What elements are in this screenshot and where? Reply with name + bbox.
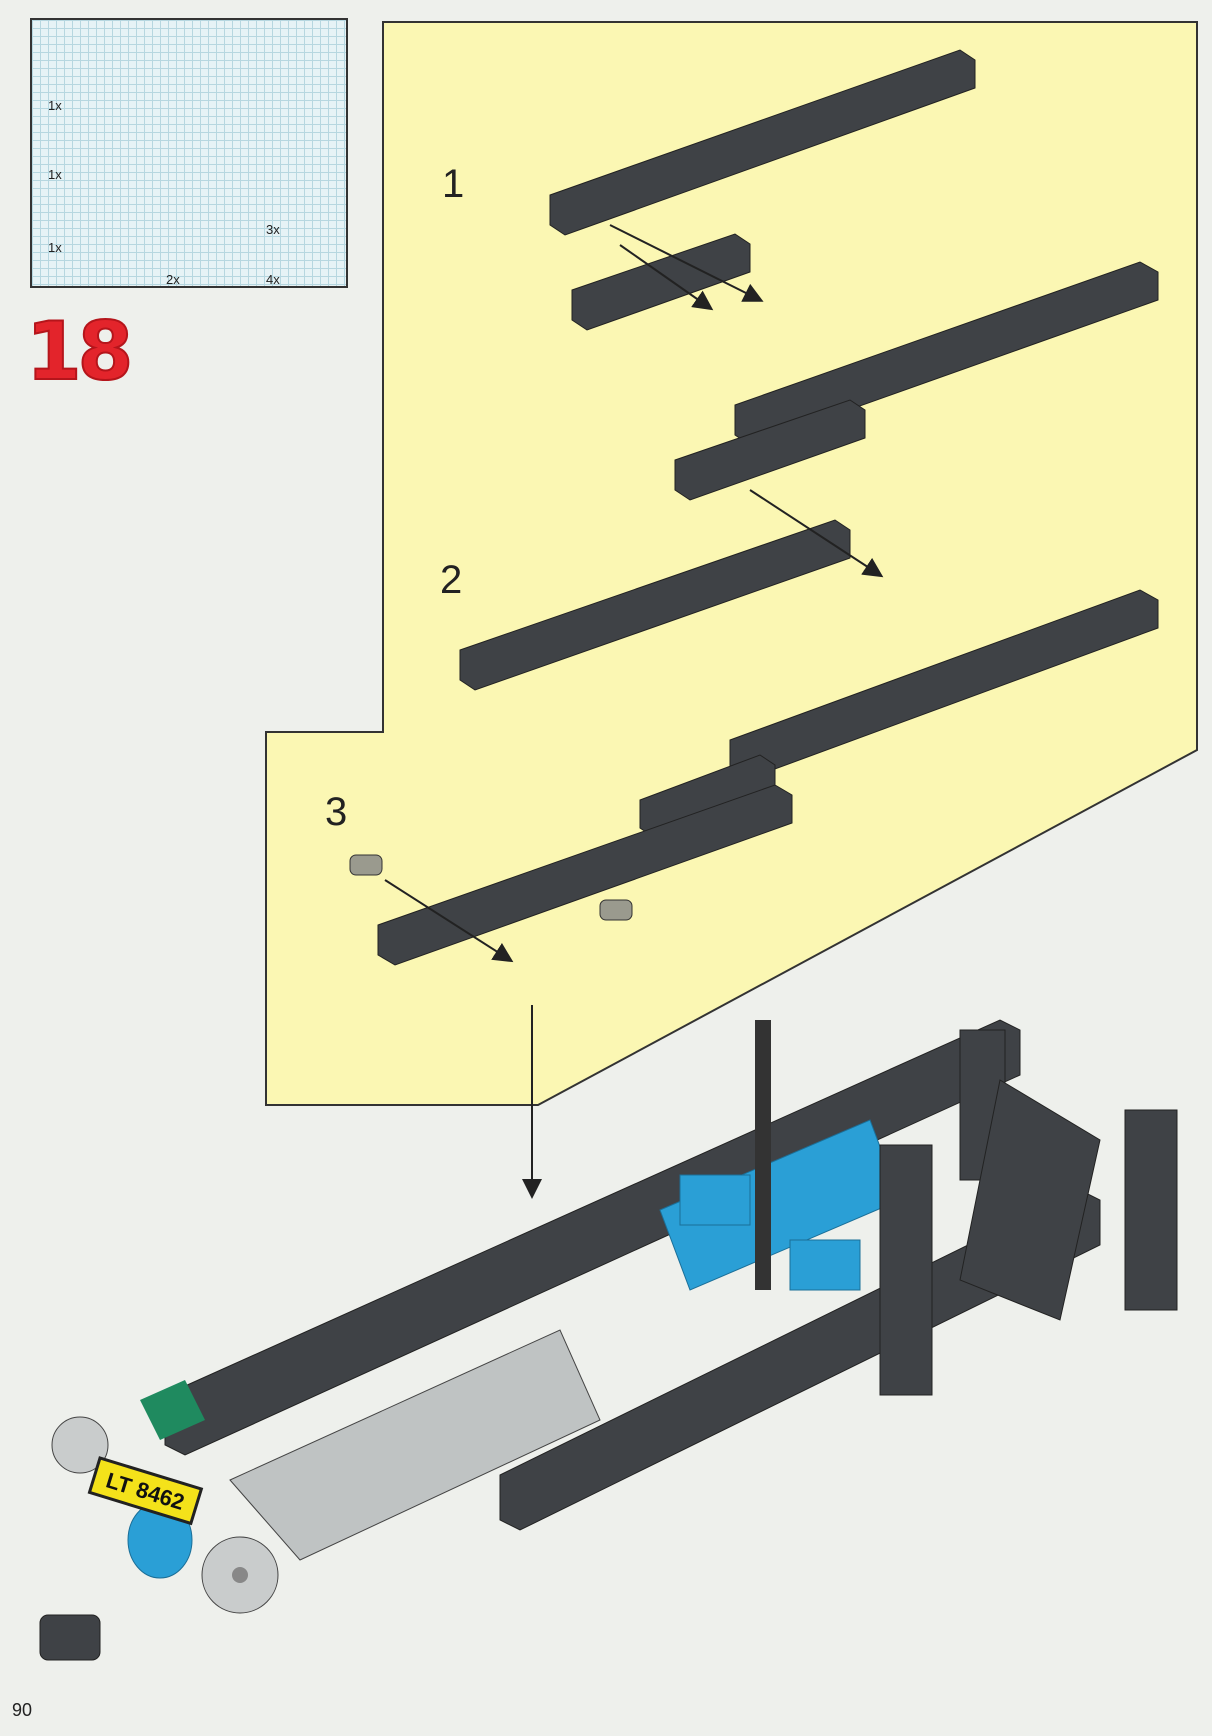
part-qty-6: 4x <box>266 272 280 287</box>
substep-label-1: 1 <box>442 162 465 206</box>
part-qty-1: 1x <box>48 98 62 113</box>
substep-label-2: 2 <box>440 558 463 602</box>
part-qty-4: 3x <box>266 222 280 237</box>
part-qty-5: 2x <box>166 272 180 287</box>
chassis-model-art <box>39 1019 1178 1661</box>
parts-list <box>30 18 348 288</box>
substep-1-art <box>549 49 976 331</box>
substep-2-art <box>459 261 1159 691</box>
substep-label-3: 3 <box>325 790 348 834</box>
part-qty-2: 1x <box>48 167 62 182</box>
step-number: 18 <box>25 304 134 399</box>
part-qty-3: 1x <box>48 240 62 255</box>
page-number: 90 <box>12 1700 33 1720</box>
substep-3-art <box>349 589 1159 966</box>
